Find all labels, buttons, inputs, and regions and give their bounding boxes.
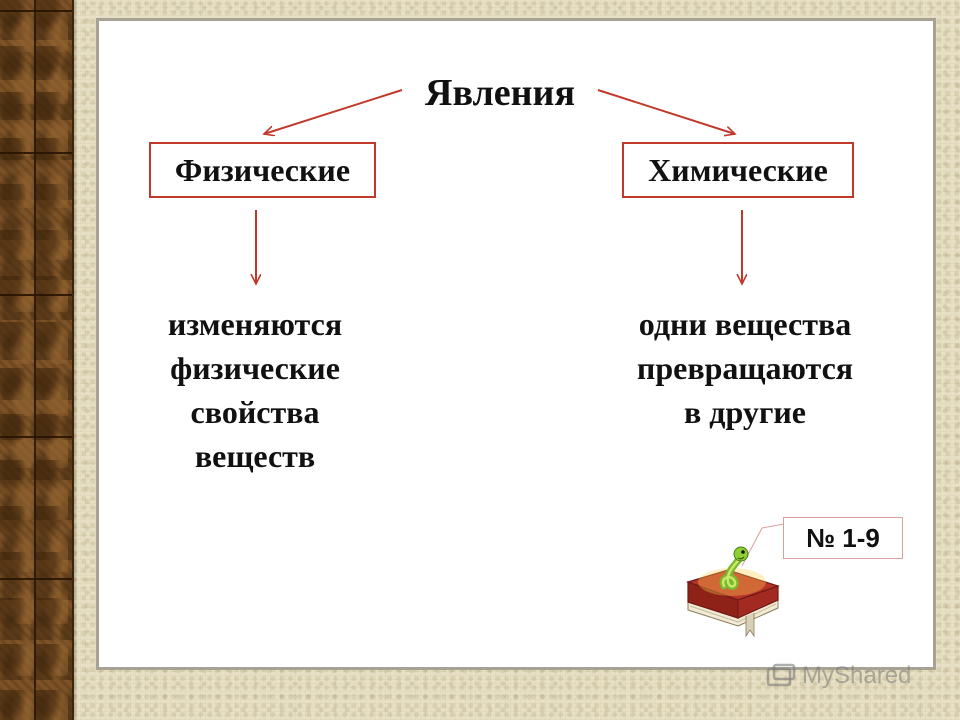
physical-box: Физические [149, 142, 376, 198]
physical-label: Физические [174, 151, 351, 188]
physical-description-line: изменяются [167, 306, 343, 342]
book-with-worm-icon[interactable] [680, 520, 790, 642]
chemical-label: Химические [648, 151, 828, 188]
task-number-badge: № 1-9 [783, 517, 903, 559]
myshared-logo-icon [766, 663, 796, 687]
arrow-to-physical [264, 89, 403, 134]
physical-description-line: веществ [194, 438, 316, 474]
chemical-description-line: превращаются [636, 350, 854, 386]
watermark-text: MyShared [802, 662, 912, 689]
chemical-description-line: в другие [683, 394, 806, 430]
slide-panel [96, 18, 936, 670]
chemical-description-line: одни вещества [638, 306, 852, 342]
wood-border-strip [0, 0, 78, 720]
chemical-box: Химические [622, 142, 854, 198]
watermark: MyShared [766, 656, 936, 696]
diagram-title: Явления [425, 72, 575, 114]
physical-description: изменяются физические свойства веществ [110, 302, 400, 478]
physical-description-line: физические [170, 350, 340, 386]
chemical-description: одни вещества превращаются в другие [595, 302, 895, 434]
arrow-to-chemical [597, 89, 735, 134]
physical-description-line: свойства [190, 394, 320, 430]
